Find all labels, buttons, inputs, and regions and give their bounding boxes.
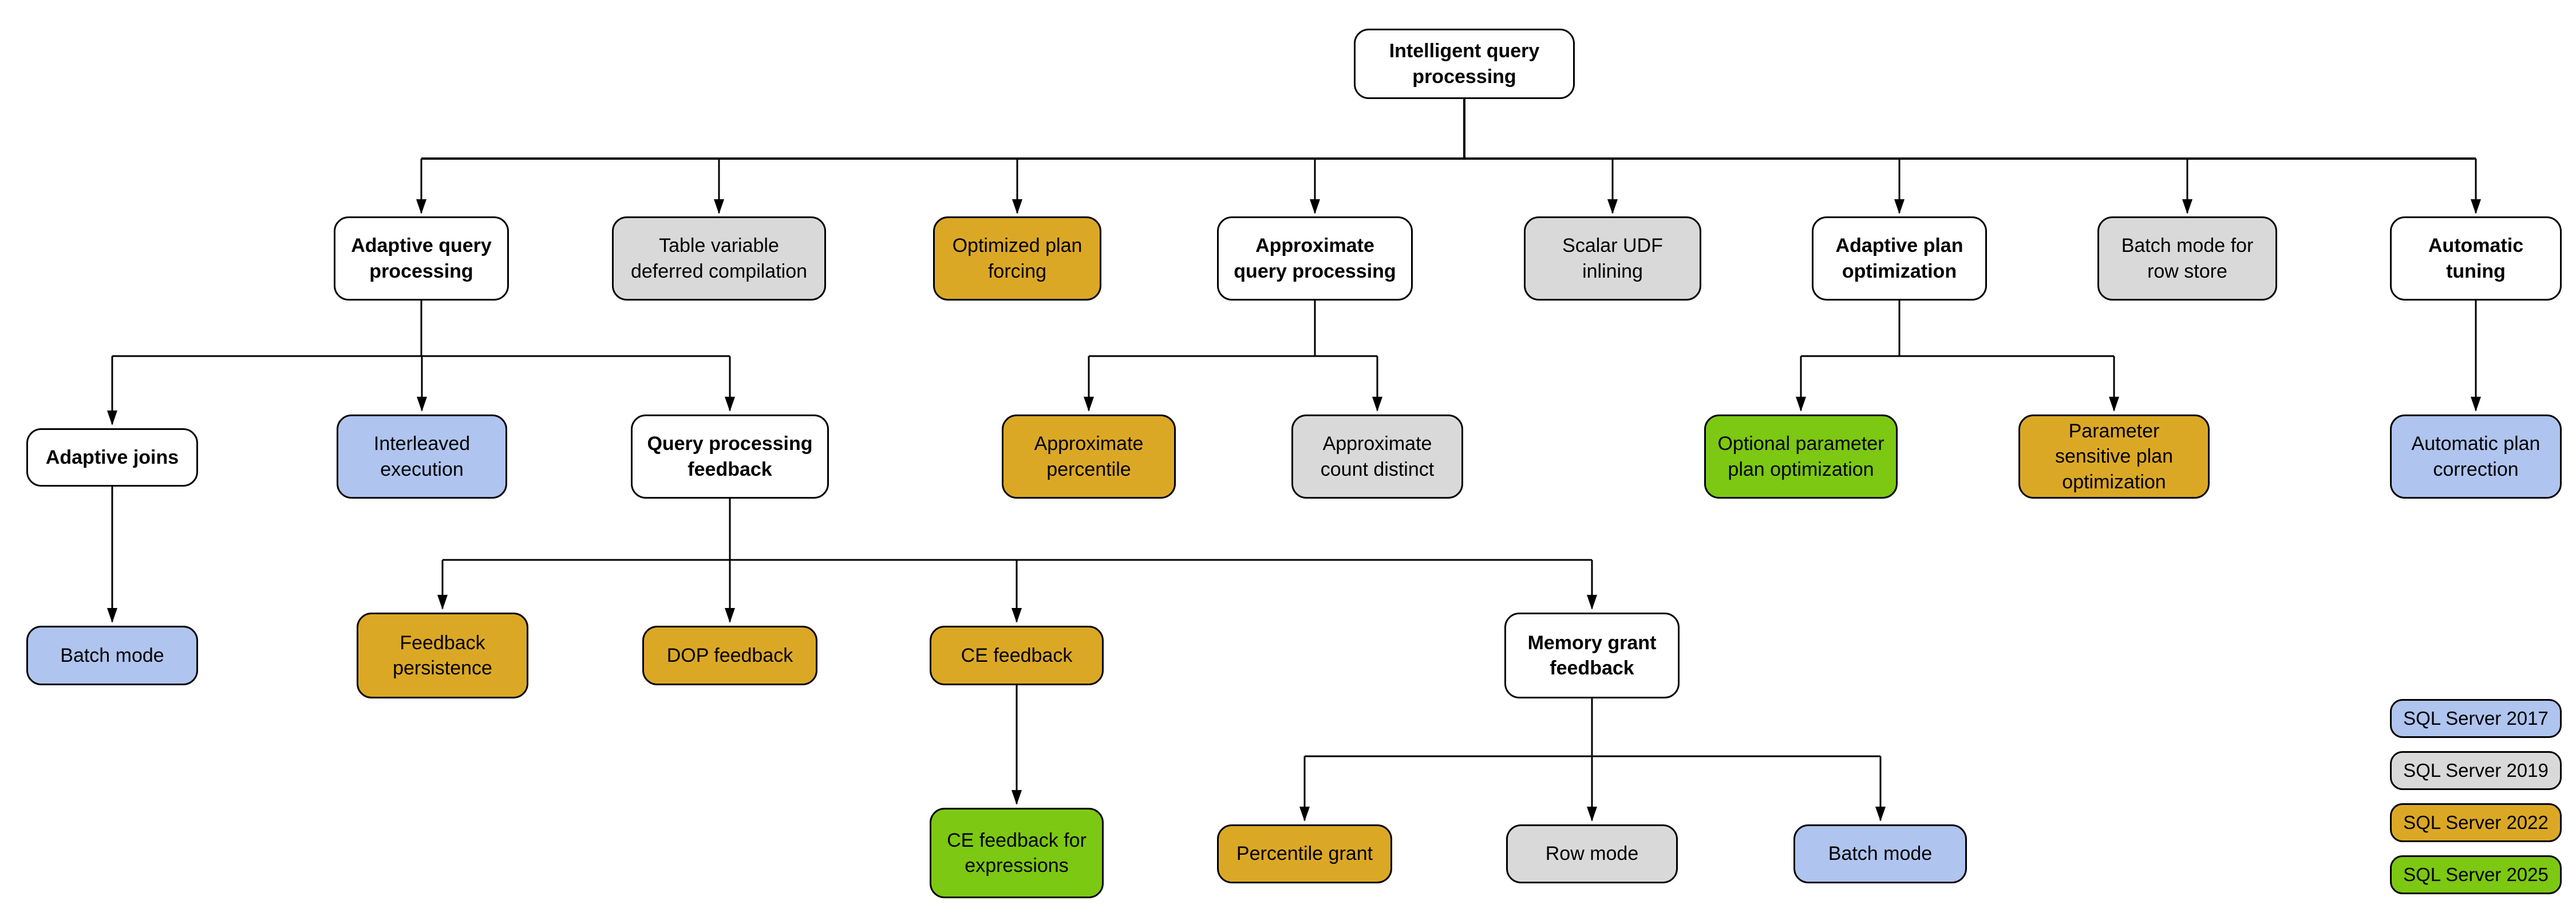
node-scalar-udf-inlining: Scalar UDF inlining [1524,216,1701,301]
node-batch-mode-adaptive-joins: Batch mode [26,626,198,685]
node-parameter-sensitive-plan-optimization: Parameter sensitive plan optimization [2018,414,2210,499]
node-adaptive-query-processing: Adaptive query processing [334,216,509,301]
node-memory-grant-feedback: Memory grant feedback [1504,613,1680,698]
node-automatic-tuning: Automatic tuning [2390,216,2562,301]
legend-sql-server-2019: SQL Server 2019 [2390,751,2562,790]
node-intelligent-query-processing: Intelligent query processing [1354,29,1575,99]
node-batch-mode-for-row-store: Batch mode for row store [2097,216,2277,301]
node-approximate-count-distinct: Approximate count distinct [1291,414,1463,499]
node-row-mode: Row mode [1506,824,1678,883]
node-dop-feedback: DOP feedback [642,626,817,685]
node-adaptive-plan-optimization: Adaptive plan optimization [1812,216,1987,301]
node-ce-feedback-for-expressions: CE feedback for expressions [930,808,1104,898]
node-interleaved-execution: Interleaved execution [337,414,507,499]
legend-sql-server-2025: SQL Server 2025 [2390,855,2562,894]
node-approximate-query-processing: Approximate query processing [1217,216,1413,301]
legend-sql-server-2022: SQL Server 2022 [2390,803,2562,842]
node-query-processing-feedback: Query processing feedback [631,414,829,499]
node-optimized-plan-forcing: Optimized plan forcing [933,216,1101,301]
node-feedback-persistence: Feedback persistence [357,613,528,698]
node-table-variable-deferred-compilation: Table variable deferred compilation [612,216,826,301]
node-automatic-plan-correction: Automatic plan correction [2390,414,2562,499]
node-percentile-grant: Percentile grant [1217,824,1392,883]
node-approximate-percentile: Approximate percentile [1002,414,1176,499]
node-batch-mode-memory-grant: Batch mode [1793,824,1967,883]
node-adaptive-joins: Adaptive joins [26,428,198,487]
node-ce-feedback: CE feedback [930,626,1104,685]
legend-sql-server-2017: SQL Server 2017 [2390,699,2562,738]
node-optional-parameter-plan-optimization: Optional parameter plan optimization [1704,414,1898,499]
